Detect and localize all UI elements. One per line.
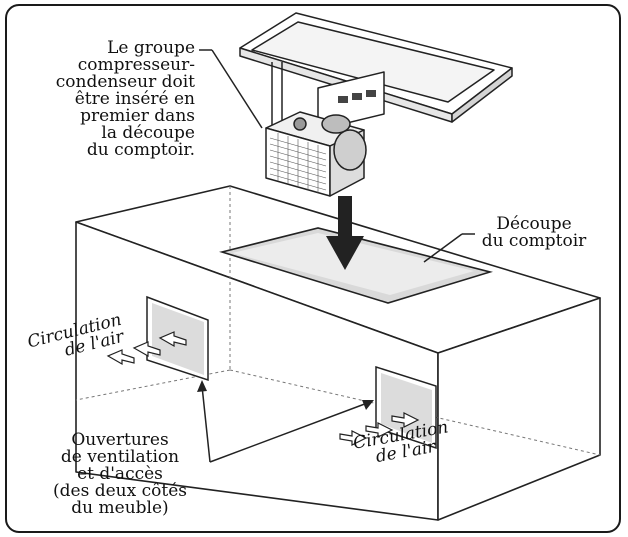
cutout-label-line: du comptoir [481, 231, 587, 251]
counter-cutout-opening [219, 227, 493, 304]
vent-opening-right [375, 365, 437, 450]
vent-note-line: (des deux côtés [53, 481, 187, 501]
compressor-note-line: condenseur doit [55, 72, 195, 92]
vent-openings-note: Ouvertures de ventilation et d'accès (de… [40, 432, 200, 517]
insert-arrow [326, 196, 364, 270]
compressor-note-line: Le groupe [107, 38, 195, 58]
compressor-note-line: être inséré en [74, 89, 195, 109]
refrigeration-unit [239, 12, 513, 197]
compressor-note-line: du comptoir. [86, 140, 195, 160]
vent-note-line: du meuble) [71, 498, 169, 518]
air-flow-arrows-left [106, 331, 187, 366]
leader-arrowheads [197, 380, 374, 410]
compressor-note-line: compresseur- [77, 55, 195, 75]
vent-note-line: et d'accès [77, 464, 163, 484]
cutout-label-line: Découpe [496, 214, 572, 234]
compressor-note-line: la découpe [101, 123, 195, 143]
compressor-note: Le groupe compresseur- condenseur doit ê… [40, 40, 195, 159]
cutout-label: Découpe du comptoir [478, 216, 590, 250]
leader-lines [199, 49, 475, 463]
air-flow-arrows-right [339, 412, 420, 446]
vent-note-line: Ouvertures [71, 430, 169, 450]
compressor-note-line: premier dans [80, 106, 195, 126]
vent-note-line: de ventilation [60, 447, 180, 467]
